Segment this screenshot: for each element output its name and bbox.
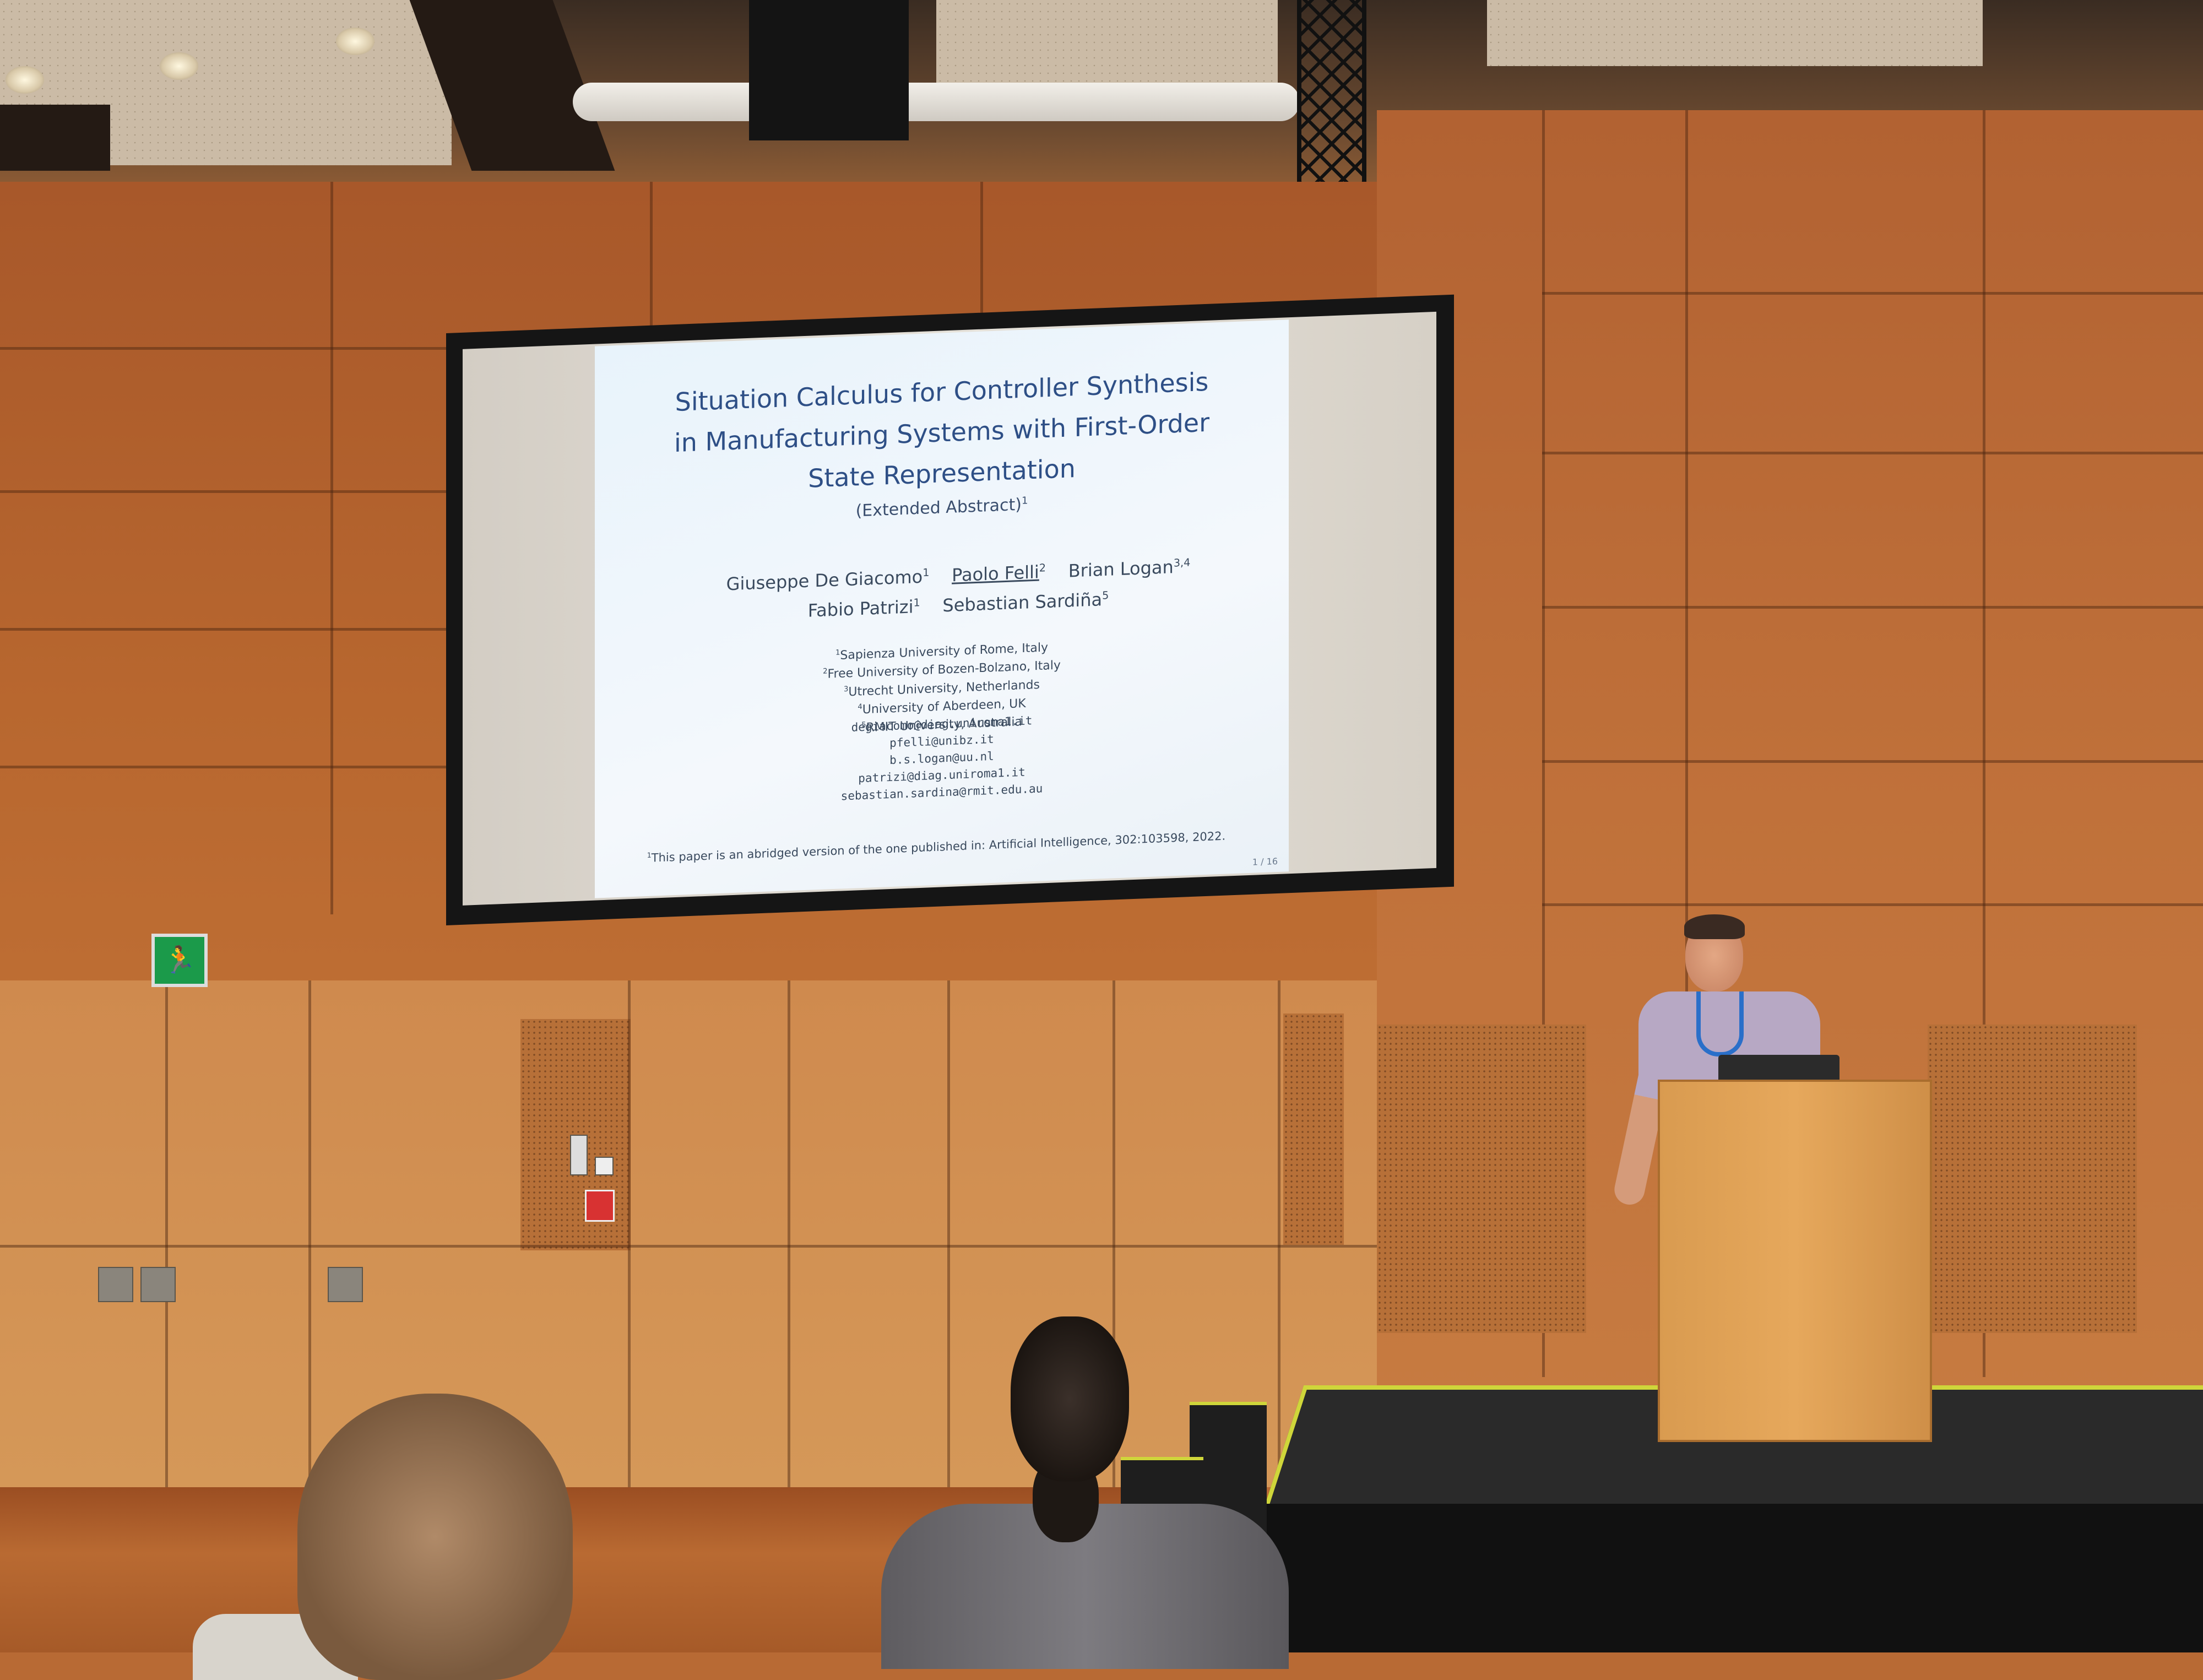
lanyard xyxy=(1696,991,1744,1056)
author: Brian Logan3,4 xyxy=(1068,556,1191,582)
ceiling-light xyxy=(6,66,44,94)
ceiling-panel xyxy=(0,0,452,165)
wall-right xyxy=(1377,110,2203,1498)
laptop xyxy=(1718,1055,1840,1082)
slide-footnote: 1This paper is an abridged version of th… xyxy=(647,829,1226,865)
author: Giuseppe De Giacomo1 xyxy=(726,566,930,595)
audience-member-head xyxy=(1011,1316,1129,1482)
acoustic-panel xyxy=(1928,1025,2137,1333)
ceiling-panel xyxy=(1487,0,1983,66)
slide-page-number: 1 / 16 xyxy=(1252,855,1278,868)
author: Fabio Patrizi1 xyxy=(807,596,920,622)
wall-switch xyxy=(570,1135,588,1175)
projection-surface: Situation Calculus for Controller Synthe… xyxy=(463,311,1436,906)
audience-member-head xyxy=(297,1394,573,1680)
lower-wall-panels xyxy=(0,980,1377,1487)
slide-title: Situation Calculus for Controller Synthe… xyxy=(674,366,1210,494)
wall-outlet xyxy=(98,1267,133,1302)
slide-emails: degiacomo@diag.uniroma1.it pfelli@unibz.… xyxy=(760,709,1124,808)
ceiling-light xyxy=(160,52,198,80)
ceiling-speaker xyxy=(749,0,909,140)
slide-authors: Giuseppe De Giacomo1 Paolo Felli2 Brian … xyxy=(726,556,1191,622)
ceiling-light xyxy=(336,28,375,55)
lectern xyxy=(1658,1080,1932,1442)
lighting-truss xyxy=(1297,0,1366,209)
running-man-exit-icon: 🏃 xyxy=(151,934,208,987)
presenter-hair xyxy=(1684,914,1745,939)
wall-outlet xyxy=(140,1267,176,1302)
stage-front xyxy=(1242,1504,2203,1652)
ceiling-beam xyxy=(0,105,110,171)
author: Sebastian Sardiña5 xyxy=(942,589,1109,616)
author-presenting: Paolo Felli xyxy=(952,561,1039,586)
wall-switch xyxy=(595,1157,614,1175)
projector-screen: Situation Calculus for Controller Synthe… xyxy=(446,294,1454,925)
acoustic-panel xyxy=(1377,1025,1586,1333)
presentation-slide: Situation Calculus for Controller Synthe… xyxy=(595,319,1289,898)
fire-alarm xyxy=(585,1190,615,1222)
ceiling-pipe xyxy=(573,83,1300,121)
acoustic-panel xyxy=(1283,1014,1344,1245)
wall-outlet xyxy=(328,1267,363,1302)
